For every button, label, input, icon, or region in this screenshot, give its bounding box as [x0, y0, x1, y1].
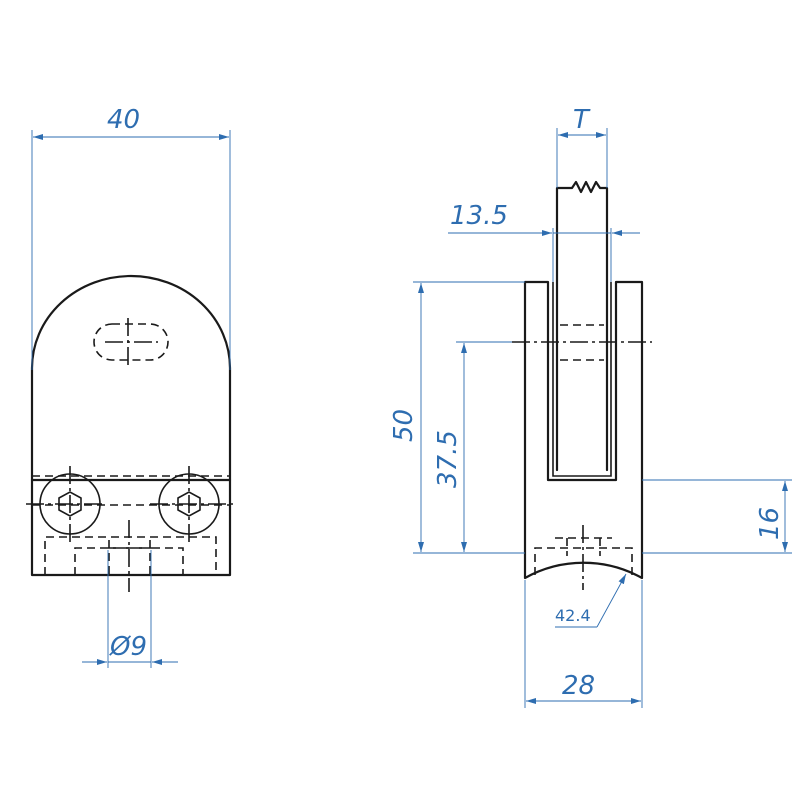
dimension-slot-width: 13.5: [448, 201, 640, 282]
side-view-glass: [555, 180, 609, 472]
front-view-hidden-block: [44, 536, 217, 575]
dimension-thread-diameter-label: Ø9: [109, 632, 147, 662]
dimension-width-side-label: 28: [562, 671, 595, 701]
dimension-total-height-label: 50: [389, 409, 419, 442]
dimension-total-height: 50: [389, 281, 525, 554]
front-view: [26, 274, 234, 592]
dimension-width-front-label: 40: [107, 105, 140, 135]
dimension-glass-thickness: T: [556, 105, 608, 188]
dimension-slot-depth-label: 37.5: [433, 430, 463, 488]
dimension-glass-thickness-label: T: [573, 105, 591, 135]
dimension-slot-depth: 37.5: [433, 341, 525, 554]
dimension-base-height: 16: [642, 479, 792, 554]
dimension-pipe-radius: 42.4: [555, 573, 627, 628]
side-view: [512, 180, 652, 590]
side-view-hidden-base: [534, 547, 633, 575]
side-view-gasket: [552, 282, 612, 477]
front-view-screw-right: [150, 466, 234, 542]
front-view-slot: [93, 323, 169, 361]
front-view-screw-left: [26, 466, 104, 542]
dimension-base-height-label: 16: [755, 507, 785, 540]
dimension-width-side: 28: [524, 580, 643, 708]
dimension-width-front: 40: [31, 105, 231, 370]
dimension-thread-diameter: Ø9: [82, 550, 178, 668]
dimension-slot-width-label: 13.5: [450, 201, 508, 231]
front-view-outline: [30, 274, 232, 577]
side-view-body: [523, 280, 644, 580]
dimension-pipe-radius-label: 42.4: [555, 606, 591, 625]
